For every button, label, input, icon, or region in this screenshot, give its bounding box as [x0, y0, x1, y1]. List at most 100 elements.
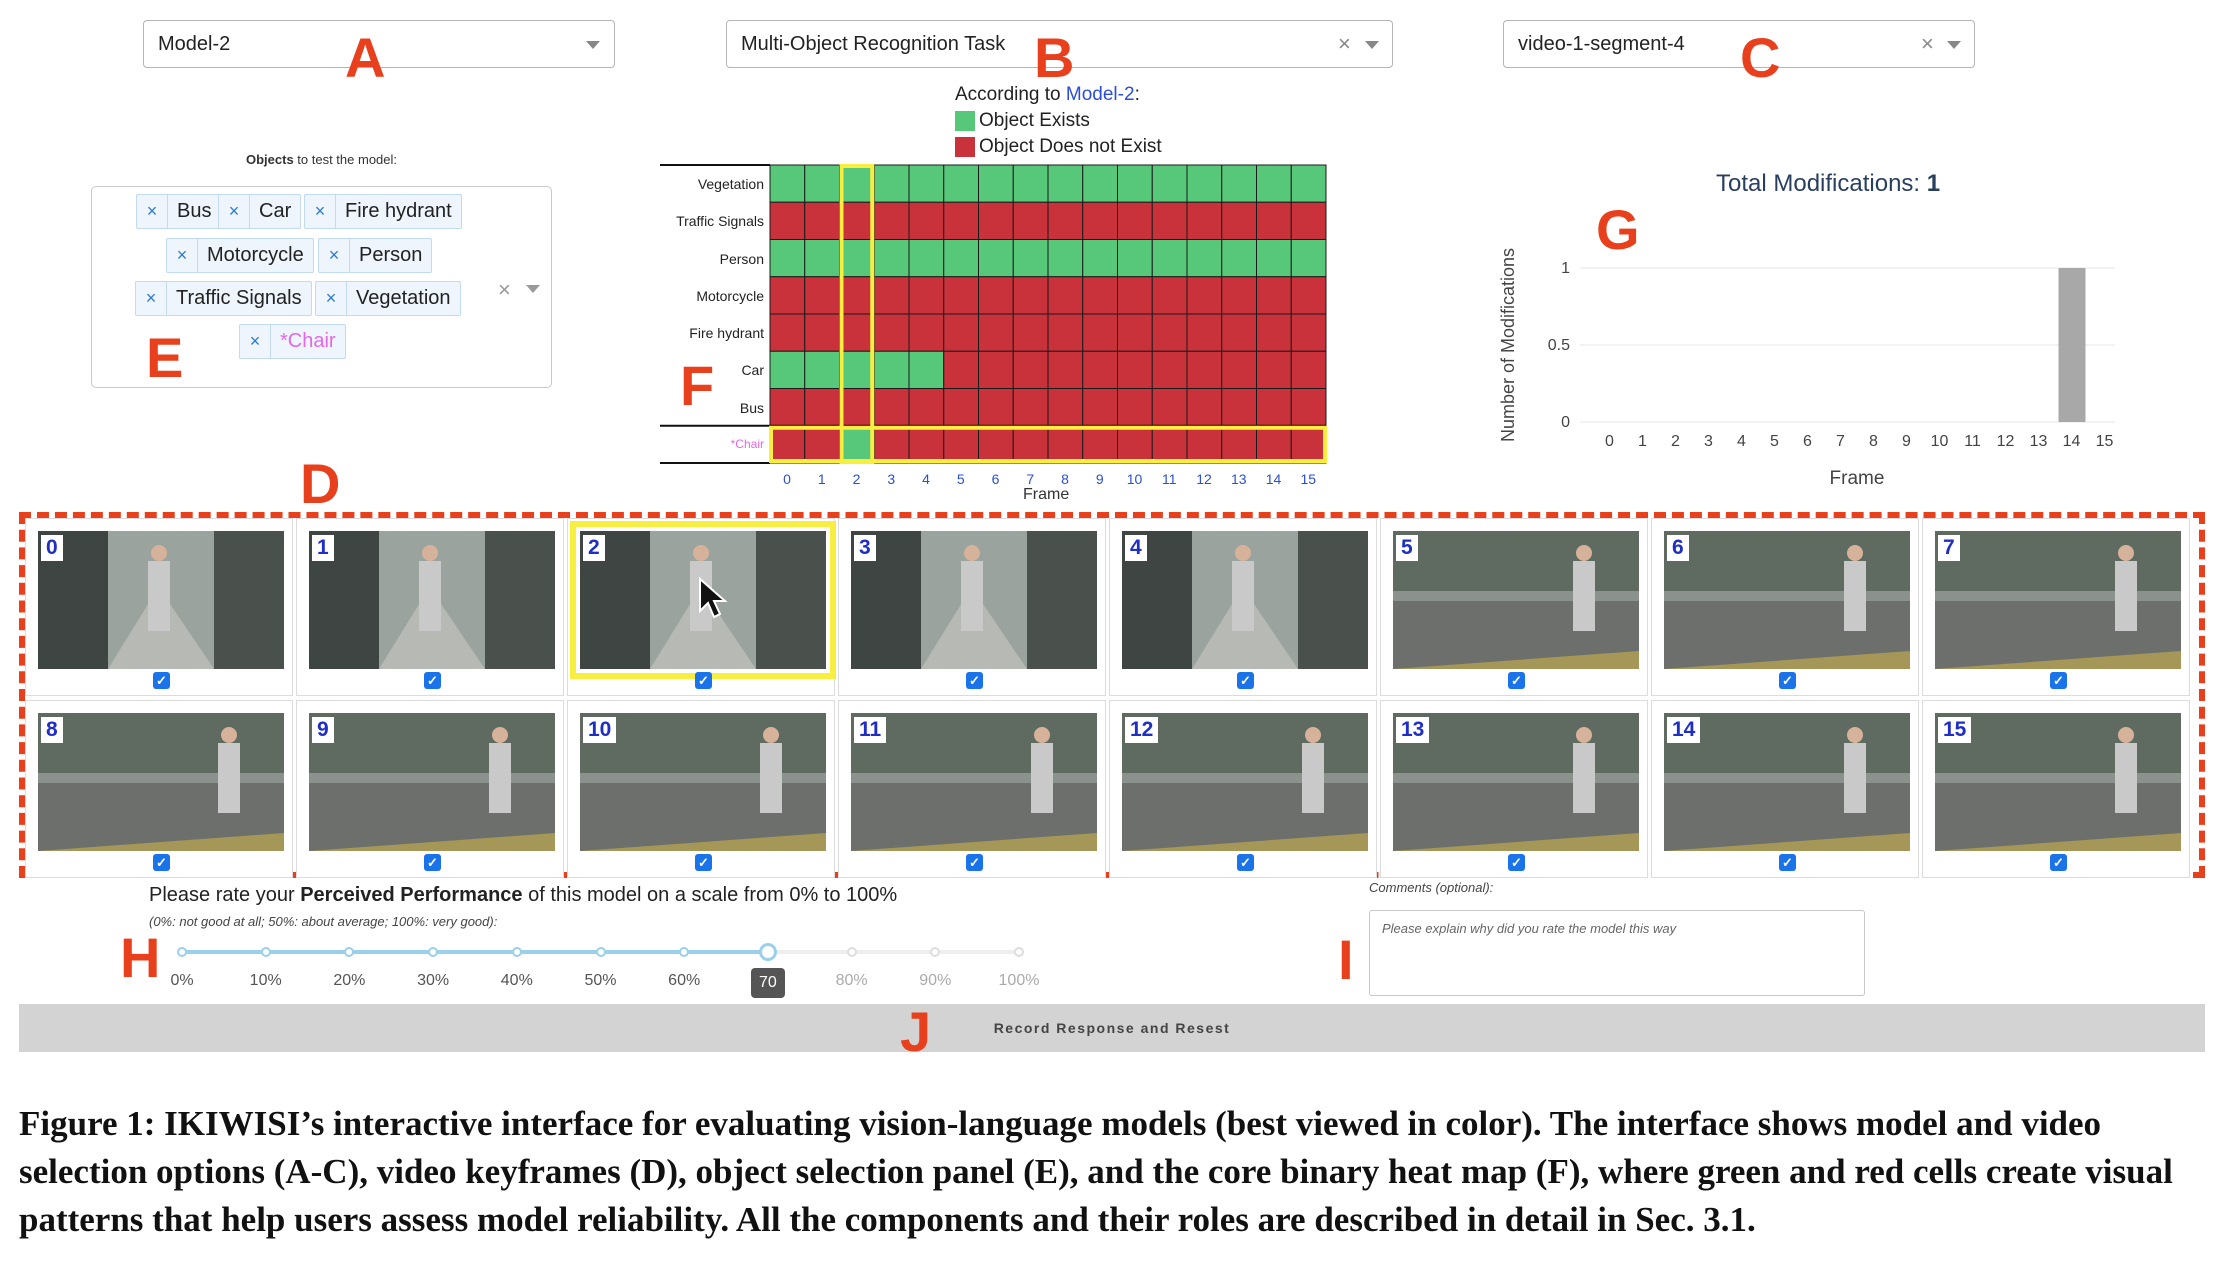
heatmap-cell[interactable]	[839, 313, 875, 352]
heatmap-cell[interactable]	[1047, 313, 1084, 352]
keyframe-checkbox[interactable]: ✓	[424, 854, 441, 871]
keyframe-checkbox[interactable]: ✓	[966, 672, 983, 689]
keyframe-checkbox[interactable]: ✓	[1237, 854, 1254, 871]
heatmap-cell[interactable]	[1117, 350, 1153, 389]
record-response-button[interactable]: Record Response and Resest	[19, 1004, 2205, 1052]
keyframe-cell[interactable]: 8✓	[25, 700, 293, 878]
chevron-down-icon[interactable]	[526, 285, 540, 293]
heatmap-cell[interactable]	[1082, 201, 1118, 240]
heatmap-cell[interactable]	[908, 201, 945, 240]
heatmap-cell[interactable]	[943, 201, 979, 240]
object-tag-fire-hydrant[interactable]: × Fire hydrant	[304, 194, 462, 229]
keyframe-checkbox[interactable]: ✓	[695, 854, 712, 871]
slider-step-dot[interactable]	[428, 947, 439, 957]
heatmap-cell[interactable]	[1290, 425, 1327, 464]
heatmap-cell[interactable]	[1256, 425, 1292, 464]
heatmap-cell[interactable]	[1221, 239, 1257, 278]
heatmap-cell[interactable]	[943, 350, 979, 389]
heatmap-cell[interactable]	[1047, 201, 1084, 240]
heatmap-cell[interactable]	[1082, 425, 1118, 464]
heatmap-cell[interactable]	[769, 276, 806, 315]
keyframe-checkbox[interactable]: ✓	[1508, 672, 1525, 689]
keyframe-image[interactable]: 7	[1935, 531, 2181, 669]
keyframe-cell[interactable]: 13✓	[1380, 700, 1648, 878]
heatmap-cell[interactable]	[1256, 201, 1292, 240]
heatmap-cell[interactable]	[873, 201, 910, 240]
task-dropdown[interactable]: Multi-Object Recognition Task ×	[726, 20, 1393, 68]
heatmap-cell[interactable]	[873, 276, 910, 315]
keyframe-checkbox[interactable]: ✓	[424, 672, 441, 689]
heatmap-cell[interactable]	[1151, 276, 1188, 315]
heatmap-cell[interactable]	[1117, 313, 1153, 352]
heatmap-cell[interactable]	[1047, 425, 1084, 464]
keyframe-cell[interactable]: 3✓	[838, 518, 1106, 696]
heatmap-cell[interactable]	[804, 201, 840, 240]
heatmap-cell[interactable]	[1221, 313, 1257, 352]
keyframe-cell[interactable]: 14✓	[1651, 700, 1919, 878]
heatmap-cell[interactable]	[1256, 350, 1292, 389]
keyframe-checkbox[interactable]: ✓	[153, 672, 170, 689]
slider-step-dot[interactable]	[595, 947, 606, 957]
video-dropdown[interactable]: video-1-segment-4 ×	[1503, 20, 1975, 68]
heatmap-cell[interactable]	[769, 201, 806, 240]
heatmap-cell[interactable]	[1151, 350, 1188, 389]
heatmap-cell[interactable]	[1186, 164, 1223, 203]
clear-icon[interactable]: ×	[1338, 31, 1351, 56]
heatmap-cell[interactable]	[804, 425, 840, 464]
heatmap-cell[interactable]	[908, 276, 945, 315]
heatmap-cell[interactable]	[769, 164, 806, 203]
keyframe-image[interactable]: 11	[851, 713, 1097, 851]
heatmap-cell[interactable]	[1082, 313, 1118, 352]
remove-icon[interactable]: ×	[137, 195, 168, 228]
heatmap-cell[interactable]	[978, 164, 1014, 203]
heatmap-cell[interactable]	[1186, 313, 1223, 352]
heatmap-cell[interactable]	[873, 350, 910, 389]
heatmap-cell[interactable]	[1221, 388, 1257, 427]
objects-multiselect[interactable]: × Bus × Car × Fire hydrant × Motorcycle …	[91, 186, 552, 388]
heatmap-cell[interactable]	[943, 239, 979, 278]
object-tag-traffic-signals[interactable]: × Traffic Signals	[135, 281, 312, 316]
keyframe-cell[interactable]: 10✓	[567, 700, 835, 878]
heatmap-cell[interactable]	[1047, 350, 1084, 389]
heatmap-cell[interactable]	[769, 239, 806, 278]
heatmap-cell[interactable]	[943, 276, 979, 315]
heatmap-cell[interactable]	[1256, 276, 1292, 315]
heatmap-cell[interactable]	[908, 313, 945, 352]
heatmap-cell[interactable]	[978, 239, 1014, 278]
heatmap-cell[interactable]	[1290, 276, 1327, 315]
heatmap-cell[interactable]	[873, 164, 910, 203]
heatmap-cell[interactable]	[1082, 388, 1118, 427]
heatmap-cell[interactable]	[873, 425, 910, 464]
keyframe-image[interactable]: 14	[1664, 713, 1910, 851]
slider-step-dot[interactable]	[177, 947, 187, 957]
heatmap-cell[interactable]	[1290, 239, 1327, 278]
heatmap-cell[interactable]	[1117, 164, 1153, 203]
keyframe-checkbox[interactable]: ✓	[1779, 672, 1796, 689]
heatmap-cell[interactable]	[1256, 388, 1292, 427]
clear-all-icon[interactable]: ×	[498, 277, 511, 302]
clear-icon[interactable]: ×	[1921, 31, 1934, 56]
heatmap-cell[interactable]	[978, 276, 1014, 315]
keyframe-cell[interactable]: 11 ✓	[838, 700, 1106, 878]
remove-icon[interactable]: ×	[305, 195, 336, 228]
heatmap-cell[interactable]	[769, 388, 806, 427]
heatmap-chart[interactable]	[660, 160, 1340, 470]
keyframe-checkbox[interactable]: ✓	[966, 854, 983, 871]
heatmap-cell[interactable]	[1290, 164, 1327, 203]
chevron-down-icon[interactable]	[1947, 41, 1961, 49]
heatmap-cell[interactable]	[1290, 350, 1327, 389]
heatmap-cell[interactable]	[873, 388, 910, 427]
heatmap-cell[interactable]	[1047, 164, 1084, 203]
keyframe-cell[interactable]: 1✓	[296, 518, 564, 696]
object-tag-vegetation[interactable]: × Vegetation	[315, 281, 461, 316]
heatmap-cell[interactable]	[1047, 388, 1084, 427]
heatmap-cell[interactable]	[839, 350, 875, 389]
heatmap-cell[interactable]	[839, 276, 875, 315]
keyframe-checkbox[interactable]: ✓	[153, 854, 170, 871]
heatmap-cell[interactable]	[1186, 239, 1223, 278]
heatmap-cell[interactable]	[1082, 276, 1118, 315]
slider-step-dot[interactable]	[344, 947, 355, 957]
chevron-down-icon[interactable]	[586, 41, 600, 49]
keyframe-checkbox[interactable]: ✓	[1508, 854, 1525, 871]
heatmap-cell[interactable]	[978, 350, 1014, 389]
